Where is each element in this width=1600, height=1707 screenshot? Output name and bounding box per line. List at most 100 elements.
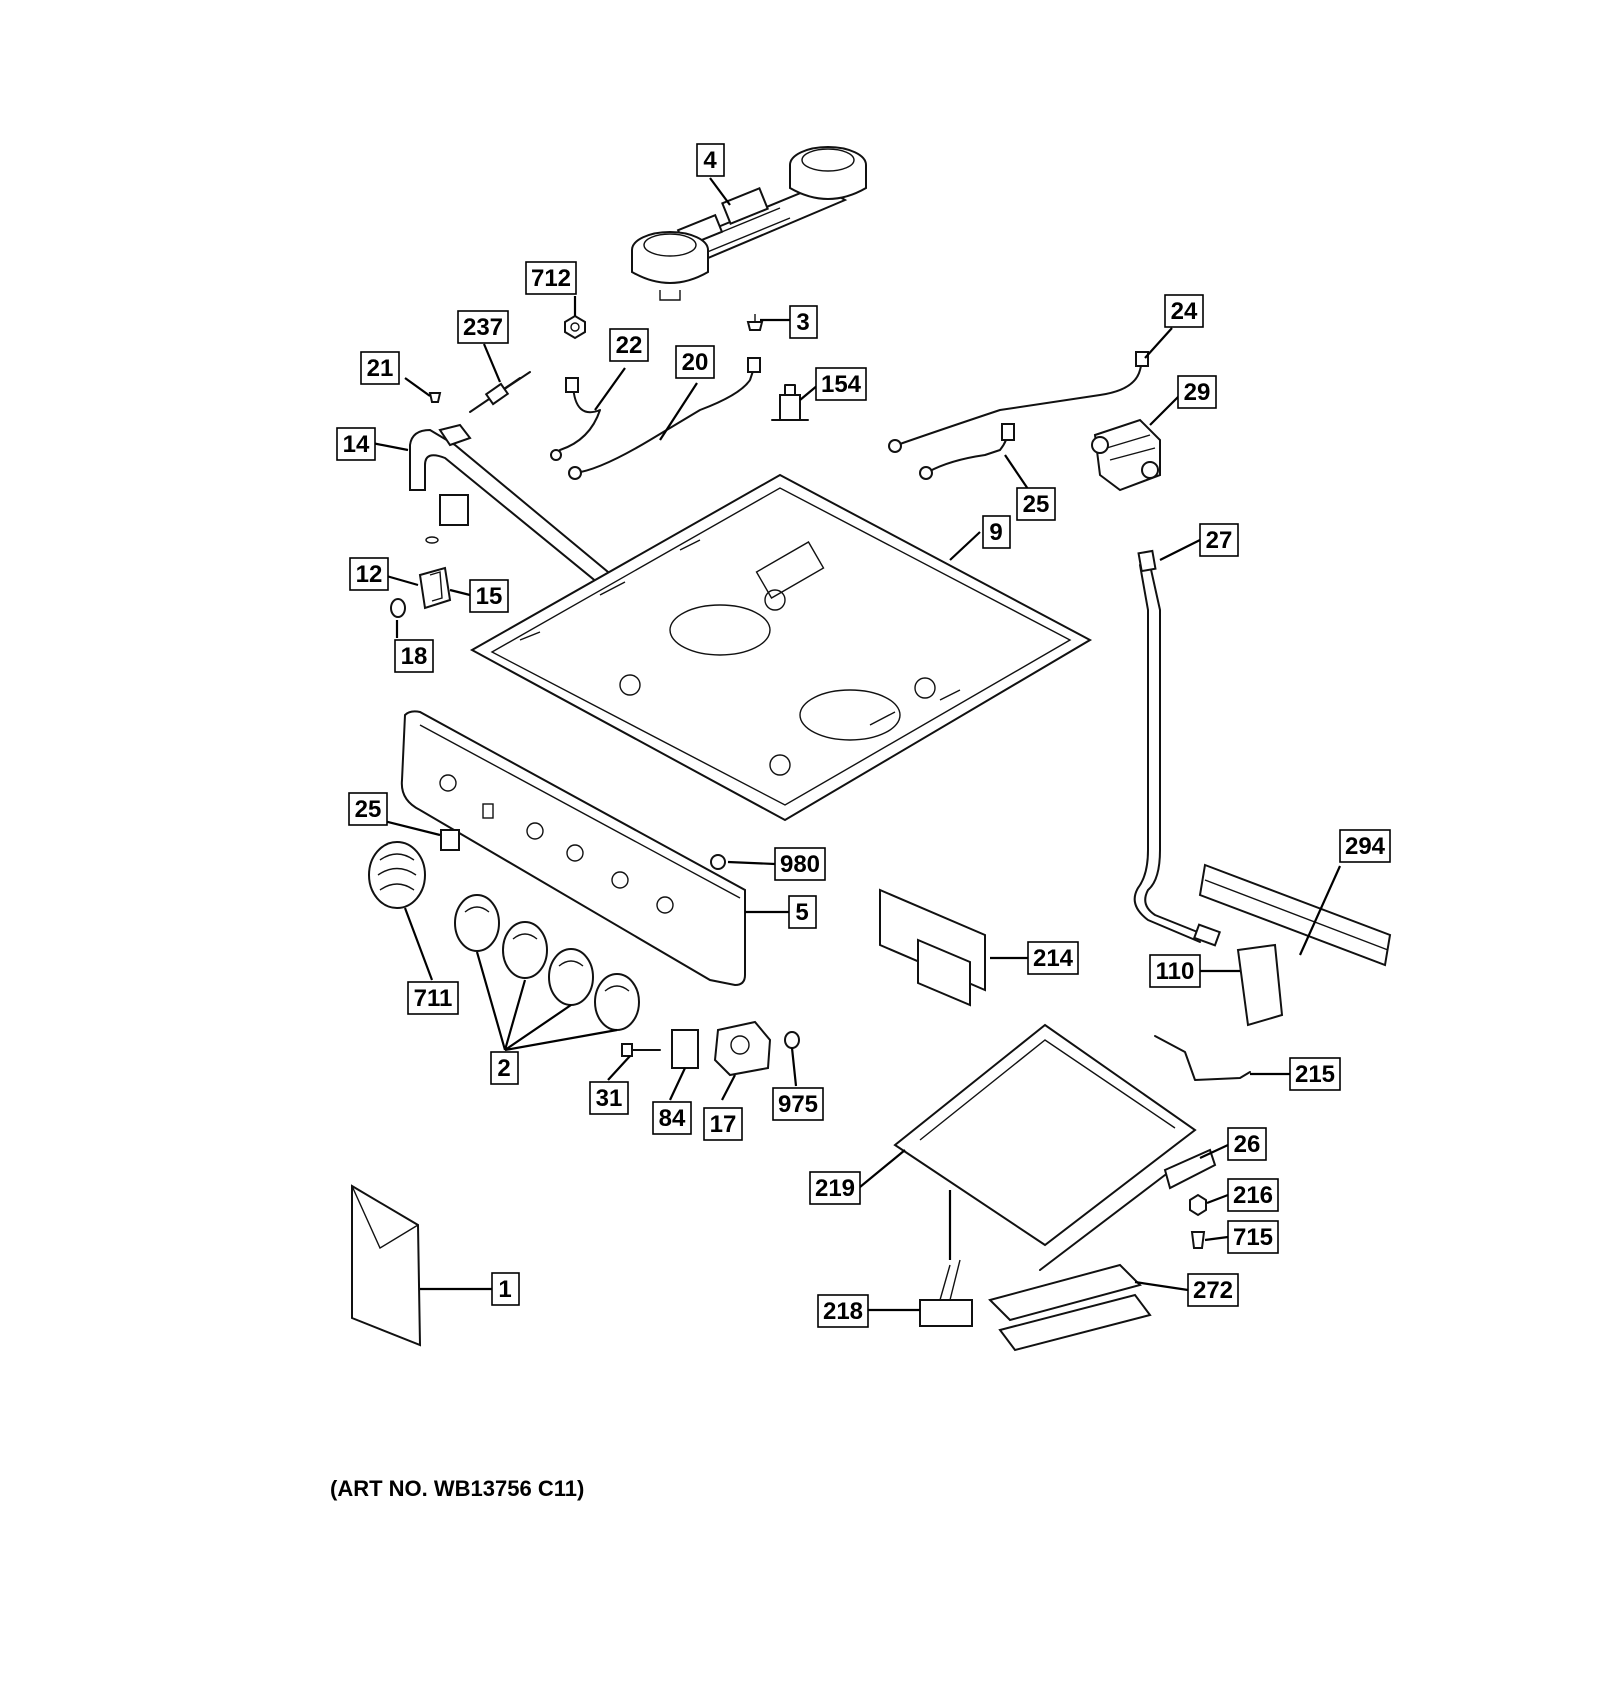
callout-label: 216 <box>1233 1182 1273 1209</box>
callout-c9: 9 <box>982 515 1011 549</box>
callout-c154: 154 <box>815 367 867 401</box>
callout-c219: 219 <box>809 1171 861 1205</box>
callout-c25b: 25 <box>348 792 388 826</box>
callout-c17: 17 <box>703 1107 743 1141</box>
callout-label: 27 <box>1206 527 1233 554</box>
callout-label: 272 <box>1193 1277 1233 1304</box>
callout-c22: 22 <box>609 328 649 362</box>
callout-label: 237 <box>463 314 503 341</box>
callout-c5: 5 <box>788 895 817 929</box>
callout-c110: 110 <box>1149 954 1201 988</box>
part-shield-219 <box>893 1023 1197 1247</box>
part-module-214 <box>879 888 986 1007</box>
part-tube-25-upper <box>919 423 1015 480</box>
leader-lines <box>371 177 1342 1312</box>
callout-c215: 215 <box>1289 1057 1341 1091</box>
part-clip-18 <box>390 598 406 618</box>
callout-label: 2 <box>497 1055 510 1082</box>
part-gas-line-27 <box>1133 549 1222 947</box>
callout-label: 18 <box>401 643 428 670</box>
callout-label: 712 <box>531 265 571 292</box>
callout-label: 22 <box>616 332 643 359</box>
callout-label: 294 <box>1345 833 1386 860</box>
callout-label: 17 <box>710 1111 737 1138</box>
callout-c25a: 25 <box>1016 487 1056 521</box>
callout-c1: 1 <box>491 1272 520 1306</box>
callout-c218: 218 <box>817 1294 869 1328</box>
callout-c31: 31 <box>589 1081 629 1115</box>
callout-label: 5 <box>795 899 808 926</box>
callout-c715: 715 <box>1227 1220 1279 1254</box>
part-label-84 <box>671 1029 699 1069</box>
callout-c3: 3 <box>789 305 818 339</box>
part-orifice-237 <box>469 371 531 413</box>
callout-label: 214 <box>1033 945 1074 972</box>
part-tube-24 <box>888 351 1149 453</box>
part-baffle-272 <box>988 1263 1152 1352</box>
callout-c712: 712 <box>525 261 577 295</box>
callout-label: 715 <box>1233 1224 1273 1251</box>
part-broil-burner-26 <box>1039 1148 1217 1271</box>
callout-c24: 24 <box>1164 294 1204 328</box>
callout-label: 29 <box>1184 379 1211 406</box>
callout-c27: 27 <box>1199 523 1239 557</box>
part-valve-17 <box>713 1020 772 1077</box>
callout-label: 3 <box>796 309 809 336</box>
part-clip-980 <box>710 854 726 870</box>
part-shield-294 <box>1198 863 1392 967</box>
part-nut-216 <box>1189 1193 1207 1217</box>
callout-c214: 214 <box>1027 941 1079 975</box>
callout-c216: 216 <box>1227 1178 1279 1212</box>
part-knobs-2 <box>454 894 640 1031</box>
callout-label: 9 <box>989 519 1002 546</box>
callout-label: 31 <box>596 1085 623 1112</box>
part-tube-22 <box>550 377 601 461</box>
part-screw-3 <box>746 314 764 331</box>
part-tube-20 <box>568 357 761 480</box>
callout-label: 110 <box>1156 958 1195 985</box>
part-burner-pan-9 <box>469 473 1093 822</box>
callout-c294: 294 <box>1339 829 1391 863</box>
callout-label: 24 <box>1171 298 1198 325</box>
callout-c29: 29 <box>1177 375 1217 409</box>
callout-c14: 14 <box>336 427 376 461</box>
callout-c2: 2 <box>490 1051 519 1085</box>
part-screw-31 <box>621 1043 661 1057</box>
callout-label: 4 <box>703 147 717 174</box>
callout-label: 219 <box>815 1175 855 1202</box>
callout-label: 21 <box>367 355 394 382</box>
callout-label: 84 <box>659 1105 686 1132</box>
part-igniter-218 <box>919 1259 973 1327</box>
callout-label: 14 <box>343 431 370 458</box>
callout-c272: 272 <box>1187 1273 1239 1307</box>
callout-c975: 975 <box>772 1087 824 1121</box>
part-nut-712 <box>564 314 586 340</box>
part-box-110 <box>1236 943 1284 1027</box>
part-knob-711 <box>368 841 426 909</box>
callout-label: 980 <box>780 851 820 878</box>
part-bracket-215 <box>1154 1035 1251 1081</box>
part-switch-12-15 <box>418 566 452 610</box>
callout-label: 975 <box>778 1091 818 1118</box>
callout-c15: 15 <box>469 579 509 613</box>
callout-label: 215 <box>1295 1061 1335 1088</box>
callout-label: 26 <box>1234 1131 1261 1158</box>
part-screw-715 <box>1190 1231 1206 1249</box>
callout-c20: 20 <box>675 345 715 379</box>
part-switch-25-lower <box>440 829 460 851</box>
part-screw-21 <box>428 392 442 403</box>
part-burner-assembly <box>631 146 867 301</box>
callout-label: 15 <box>476 583 503 610</box>
callout-c237: 237 <box>457 310 509 344</box>
callout-label: 12 <box>356 561 383 588</box>
callout-c18: 18 <box>394 639 434 673</box>
part-regulator-29 <box>1091 418 1161 492</box>
callout-c26: 26 <box>1227 1127 1267 1161</box>
callout-c21: 21 <box>360 351 400 385</box>
callout-label: 1 <box>498 1276 511 1303</box>
callout-c4: 4 <box>696 143 725 177</box>
callout-label: 20 <box>682 349 709 376</box>
callout-label: 154 <box>821 371 862 398</box>
callout-c84: 84 <box>652 1101 692 1135</box>
